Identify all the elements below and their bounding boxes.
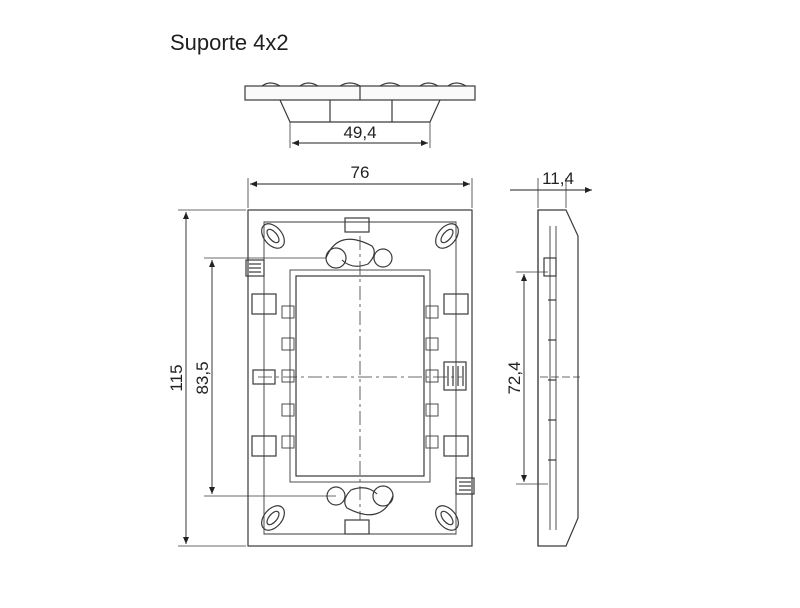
dim-label-top-width: 49,4 — [343, 123, 376, 142]
dim-label-side-depth: 11,4 — [542, 169, 574, 188]
dim-label-side-height: 72,4 — [505, 361, 524, 394]
dim-label-front-width: 76 — [351, 163, 370, 182]
top-view — [244, 82, 476, 148]
side-view — [516, 178, 580, 547]
drawing-title: Suporte 4x2 — [170, 30, 289, 55]
front-view — [178, 178, 475, 547]
dim-label-inner-height: 83,5 — [193, 361, 212, 394]
dim-label-outer-height: 115 — [167, 364, 186, 391]
